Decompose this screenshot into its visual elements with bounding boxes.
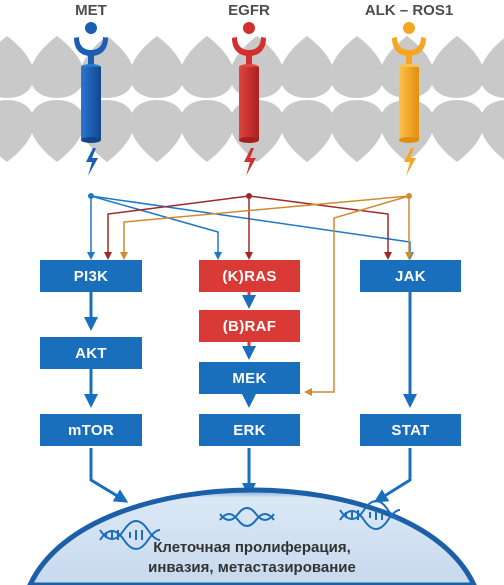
node-pi3k: PI3K	[40, 260, 142, 292]
alk-ros1-receptor	[392, 22, 426, 176]
node-kras: (K)RAS	[199, 260, 300, 292]
pathway-arrows	[84, 292, 417, 503]
alk-connectors	[120, 193, 413, 396]
egfr-lightning-icon	[244, 148, 256, 176]
nucleus	[27, 487, 477, 585]
dna-icon-center	[219, 507, 275, 527]
receptor-label-alk-ros1: ALK – ROS1	[364, 2, 454, 19]
dna-icon-right	[339, 500, 401, 530]
alk-lightning-icon	[404, 148, 416, 176]
egfr-receptor	[232, 22, 266, 176]
node-jak: JAK	[360, 260, 461, 292]
dna-icon-left	[99, 520, 161, 550]
met-receptor	[74, 22, 108, 176]
outcome-line-2: инвазия, метастазирование	[148, 559, 356, 576]
outcome-text: Клеточная пролиферация, инвазия, метаста…	[100, 538, 404, 578]
node-mtor: mTOR	[40, 414, 142, 446]
met-lightning-icon	[86, 148, 98, 176]
node-mek: MEK	[199, 362, 300, 394]
node-braf: (B)RAF	[199, 310, 300, 342]
receptor-label-egfr: EGFR	[228, 2, 270, 19]
outcome-line-1: Клеточная пролиферация,	[153, 539, 351, 556]
node-akt: AKT	[40, 337, 142, 369]
node-stat: STAT	[360, 414, 461, 446]
egfr-connectors	[104, 193, 392, 260]
receptor-label-met: MET	[75, 2, 107, 19]
node-erk: ERK	[199, 414, 300, 446]
